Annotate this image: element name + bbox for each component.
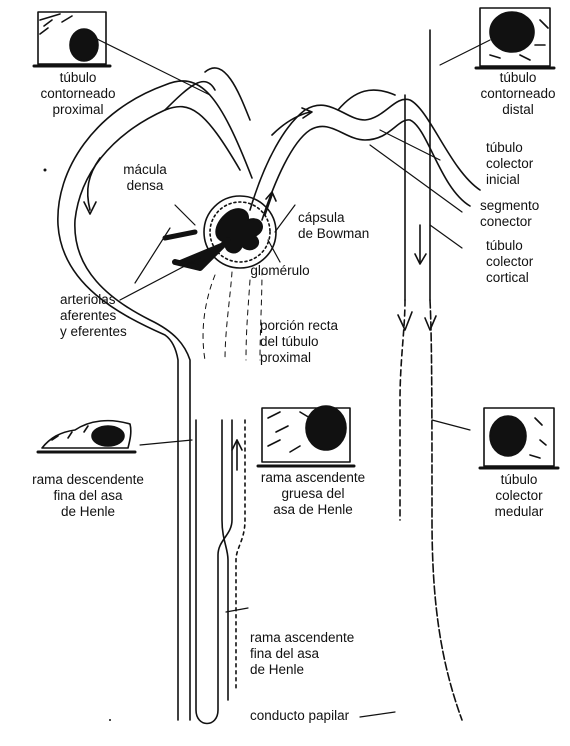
label-rama-ascendente-fina: rama ascendente fina del asa de Henle: [250, 630, 390, 678]
label-arteriolas: arteriolas aferentes y eferentes: [60, 292, 160, 340]
label-rama-ascendente-gruesa: rama ascendente gruesa del asa de Henle: [248, 470, 378, 518]
label-tubulo-colector-inicial: túbulo colector inicial: [486, 140, 566, 188]
label-glomerulo: glomérulo: [240, 263, 320, 279]
label-tubulo-colector-cortical: túbulo colector cortical: [486, 238, 566, 286]
proximal-cell-icon: [34, 12, 110, 66]
label-tubulo-colector-medular: túbulo colector medular: [474, 472, 564, 520]
label-rama-descendente-fina: rama descendente fina del asa de Henle: [14, 472, 162, 520]
region-lines: [203, 270, 262, 360]
label-segmento-conector: segmento conector: [480, 198, 566, 230]
label-capsula-bowman: cápsula de Bowman: [298, 210, 388, 242]
medullary-cell-icon: [480, 408, 558, 468]
label-tubulo-contorneado-proximal: túbulo contorneado proximal: [30, 70, 126, 118]
thick-ascending-cell-icon: [258, 406, 354, 466]
label-porcion-recta: porción recta del túbulo proximal: [260, 318, 370, 366]
label-tubulo-contorneado-distal: túbulo contorneado distal: [470, 70, 566, 118]
glomerulus-icon: [165, 209, 262, 268]
label-conducto-papilar: conducto papilar: [250, 708, 370, 724]
collecting-duct: [398, 30, 462, 720]
label-macula-densa: mácula densa: [110, 162, 180, 194]
distal-cell-icon: [476, 8, 554, 68]
descending-cell-icon: [38, 421, 135, 452]
